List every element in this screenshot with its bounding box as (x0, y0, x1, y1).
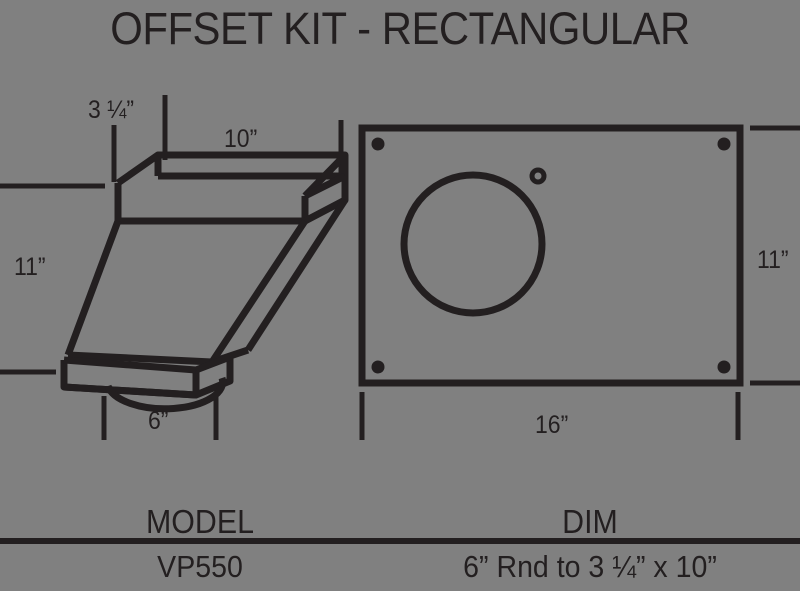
dimension-label-round-outlet: 6” (148, 407, 169, 435)
corner-hole-top-right (717, 137, 731, 151)
collar-right-face-top (303, 172, 347, 200)
flange-front-top (63, 356, 197, 374)
plate-outline (358, 124, 744, 387)
dimension-label-collar-width: 10” (224, 125, 258, 153)
page-title: OFFSET KIT - RECTANGULAR (110, 3, 690, 54)
taper-back-right-edge (245, 198, 348, 352)
flange-right-top (194, 353, 232, 374)
taper-front-bottom (67, 351, 213, 366)
plate-pilot-hole (529, 167, 547, 185)
corner-hole-top-left (371, 137, 385, 151)
round-outlet (104, 376, 227, 413)
table-header-dim: DIM (562, 503, 618, 540)
mounting-plate (358, 124, 744, 387)
taper-left-edge (64, 219, 122, 357)
table-cell-dim-value: 6” Rnd to 3 ¼” x 10” (463, 549, 717, 584)
plate-openings (400, 171, 546, 317)
round-outlet-arc (104, 376, 227, 413)
iso-offset-transition (60, 151, 349, 399)
iso-dimension-lines (0, 95, 344, 440)
flange-front-bottom (63, 383, 197, 399)
corner-hole-bottom-left (371, 360, 385, 374)
table-cell-model-value: VP550 (157, 549, 243, 584)
dimension-label-collar-depth: 3 ¼” (88, 96, 135, 124)
dimension-label-plate-width: 16” (535, 411, 569, 439)
small-pilot-hole (529, 167, 547, 185)
large-round-opening (400, 171, 546, 317)
dimension-label-iso-height: 11” (14, 253, 46, 281)
taper-front-right-edge (209, 219, 308, 364)
collar-front-face (114, 183, 309, 225)
table-header-model: MODEL (146, 503, 254, 540)
plate-corner-holes (371, 137, 731, 374)
plate-dimension-lines (359, 125, 800, 440)
corner-hole-bottom-right (717, 360, 731, 374)
dimension-label-plate-height: 11” (757, 246, 789, 274)
